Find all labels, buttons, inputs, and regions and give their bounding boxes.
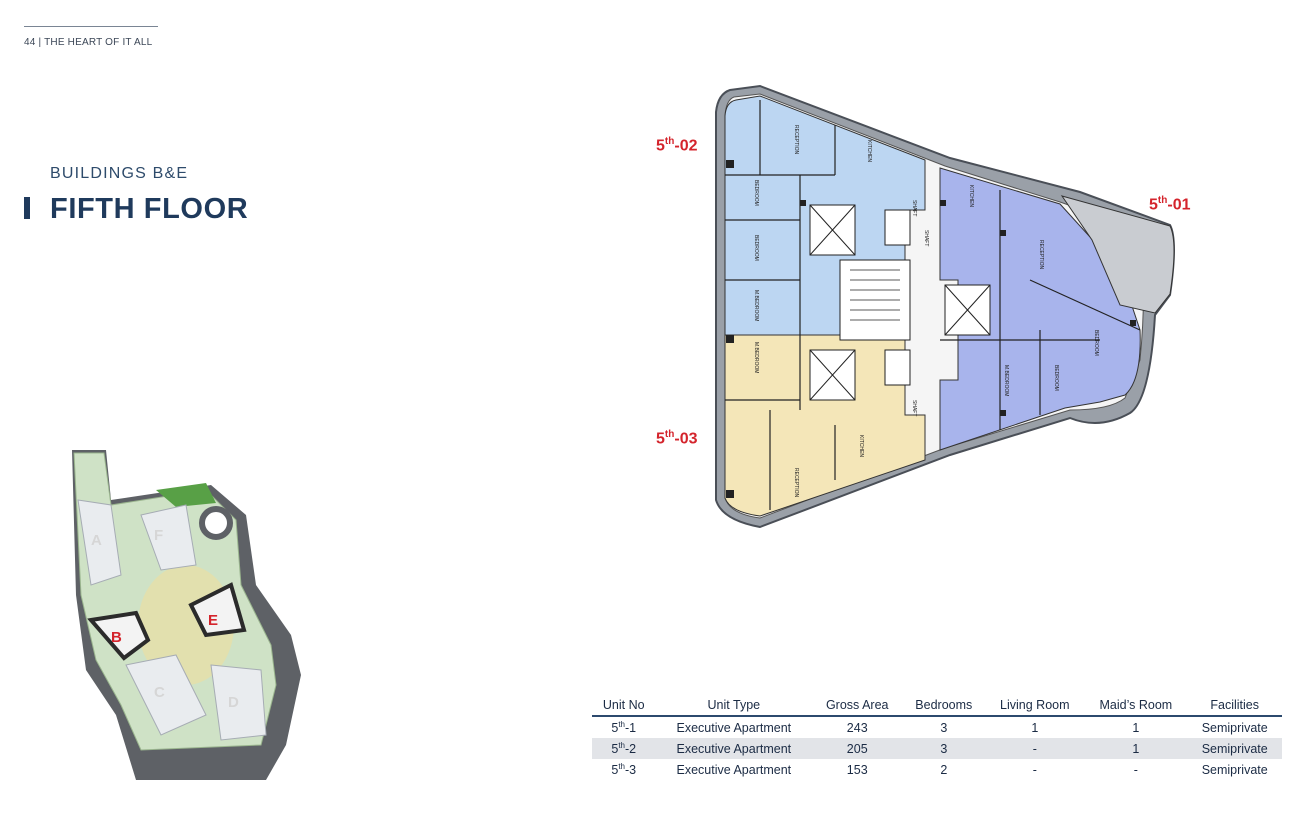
site-roundabout: [199, 506, 233, 540]
room-label: RECEPTION: [793, 125, 799, 155]
title-accent-bar: [24, 197, 30, 219]
site-label-a: A: [91, 532, 102, 549]
col-unit-type: Unit Type: [655, 696, 813, 717]
col-maids-room: Maid’s Room: [1084, 696, 1188, 717]
room-label: M.BEDROOM: [753, 290, 759, 321]
room-label: BEDROOM: [1093, 330, 1099, 356]
cell-unit-no: 5th-1: [611, 720, 637, 736]
page-title: FIFTH FLOOR: [50, 193, 249, 225]
room-label: KITCHEN: [866, 140, 872, 162]
cell-unit-type: Executive Apartment: [655, 738, 813, 760]
lift-car-2: [884, 349, 911, 386]
cell-unit-type: Executive Apartment: [676, 720, 792, 735]
page-label: 44 | THE HEART OF IT ALL: [24, 37, 153, 48]
col-living-room: Living Room: [985, 696, 1085, 717]
col-unit-no: Unit No: [592, 696, 656, 717]
cell-facilities: Semiprivate: [1201, 762, 1268, 777]
building-b-highlight: [87, 610, 151, 661]
table-row: 5th-1 Executive Apartment 243 3 1 1 Semi…: [592, 716, 1282, 738]
cell-unit-no: 5th-3: [611, 762, 637, 778]
room-label: M.BEDROOM: [1003, 365, 1009, 396]
header-rule: [24, 26, 158, 27]
site-label-c: C: [154, 684, 165, 701]
cell-living-room: 1: [1031, 720, 1039, 735]
cell-unit-type: Executive Apartment: [676, 762, 792, 777]
page-subtitle: BUILDINGS B&E: [50, 165, 189, 182]
room-label: SHAFT: [911, 400, 917, 416]
room-label: BEDROOM: [753, 180, 759, 206]
cell-unit-no: 5th-2: [592, 738, 656, 760]
table-row: 5th-2 Executive Apartment 205 3 - 1 Semi…: [592, 738, 1282, 760]
col-facilities: Facilities: [1187, 696, 1282, 717]
cell-bedrooms: 2: [940, 762, 948, 777]
cell-facilities: Semiprivate: [1187, 738, 1282, 760]
room-label: KITCHEN: [968, 185, 974, 207]
table-header-row: Unit No Unit Type Gross Area Bedrooms Li…: [592, 696, 1282, 717]
site-label-f: F: [154, 527, 163, 544]
site-label-d: D: [228, 694, 239, 711]
unit-table: Unit No Unit Type Gross Area Bedrooms Li…: [592, 696, 1282, 780]
site-label-b: B: [111, 629, 122, 646]
room-label: RECEPTION: [793, 468, 799, 498]
cell-bedrooms: 3: [940, 720, 948, 735]
building-e-highlight: [188, 582, 247, 638]
room-label: RECEPTION: [1038, 240, 1044, 270]
cell-gross-area: 205: [812, 738, 903, 760]
room-label: BEDROOM: [1053, 365, 1059, 391]
unit-01-area: [939, 167, 1141, 451]
cell-maids-room: 1: [1132, 720, 1140, 735]
unit-label-02: 5th-02: [656, 136, 698, 155]
unit-label-01: 5th-01: [1149, 195, 1191, 214]
room-label: BEDROOM: [753, 235, 759, 261]
unit-label-03: 5th-03: [656, 429, 698, 448]
cell-living-room: -: [1032, 762, 1037, 777]
terrace-area: [1060, 195, 1175, 314]
floor-plan: RECEPTION KITCHEN BEDROOM BEDROOM M.BEDR…: [715, 84, 1175, 529]
unit-03-area: [724, 334, 926, 517]
room-label: SHAFT: [911, 200, 917, 216]
cell-maids-room: 1: [1084, 738, 1188, 760]
site-key-plan: A F B E C D: [72, 450, 301, 780]
cell-living-room: -: [985, 738, 1085, 760]
cell-gross-area: 243: [846, 720, 868, 735]
col-bedrooms: Bedrooms: [902, 696, 986, 717]
room-label: SHAFT: [923, 230, 929, 246]
cell-facilities: Semiprivate: [1201, 720, 1268, 735]
lift-car-1: [884, 209, 911, 246]
room-label: M.BEDROOM: [753, 342, 759, 373]
col-gross-area: Gross Area: [812, 696, 903, 717]
room-label: KITCHEN: [858, 435, 864, 457]
cell-maids-room: -: [1133, 762, 1138, 777]
table-row: 5th-3 Executive Apartment 153 2 - - Semi…: [592, 759, 1282, 780]
cell-gross-area: 153: [846, 762, 868, 777]
cell-bedrooms: 3: [902, 738, 986, 760]
site-label-e: E: [208, 612, 218, 629]
site-green-top: [156, 483, 216, 507]
